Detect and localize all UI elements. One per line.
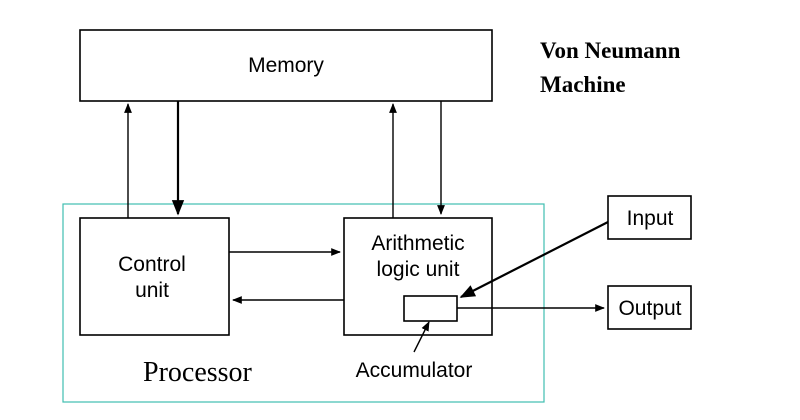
diagram-title: Von Neumann Machine [540, 38, 681, 97]
output-box [607, 285, 692, 330]
alu-label-2: logic unit [377, 258, 460, 281]
memory-box [79, 29, 493, 102]
alu-label-1: Arithmetic [371, 232, 464, 255]
accumulator-register [403, 295, 458, 322]
title-line-1: Von Neumann [540, 38, 681, 63]
input-label: Input [627, 207, 674, 230]
control-unit-box [79, 217, 230, 336]
input-to-accumulator-arrow [459, 221, 609, 298]
processor-label: Processor [143, 357, 253, 388]
title-line-2: Machine [540, 72, 626, 97]
accumulator-pointer [413, 321, 430, 353]
accumulator-label: Accumulator [356, 359, 473, 382]
control-unit-label-1: Control [118, 253, 186, 276]
output-label: Output [618, 297, 681, 320]
input-box [607, 195, 692, 240]
control-unit-label-2: unit [135, 279, 169, 302]
memory-label: Memory [248, 54, 324, 77]
processor-boundary [62, 203, 545, 403]
